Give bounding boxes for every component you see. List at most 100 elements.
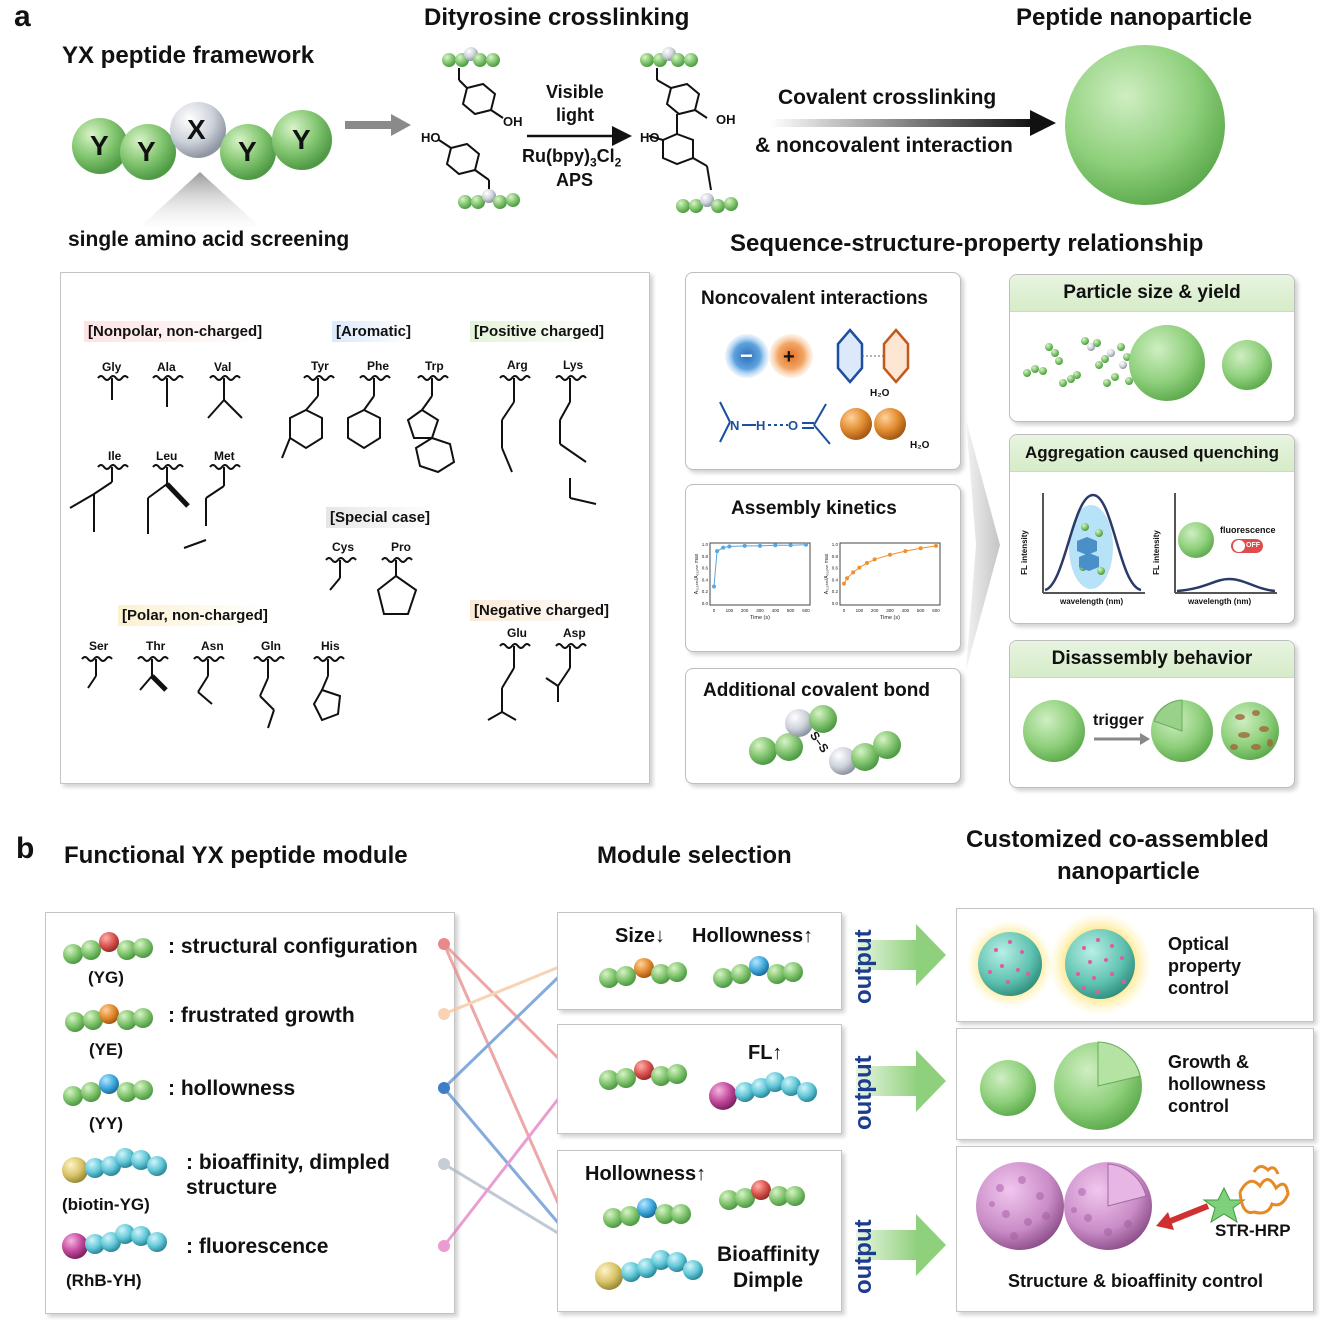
kinetics-point-left: [721, 545, 726, 550]
aa-pro: Pro: [391, 540, 412, 554]
kinetics-ylabel-right: A₃₁₅ₙₘ/A₃₁₅ₙₘ max: [824, 553, 830, 594]
kinetics-xtick-right: 500: [917, 608, 925, 613]
oh-label-left: OH: [503, 114, 523, 129]
selection-2-beads: [599, 1060, 817, 1110]
output-title-2: nanoparticle: [1057, 858, 1200, 885]
category-positive: [Positive charged]: [470, 321, 609, 342]
kinetics-point-left: [742, 543, 747, 548]
noncovalent-title: Noncovalent interactions: [701, 288, 928, 309]
tyrosine-top-left: [442, 47, 504, 119]
acq-plots: [1042, 493, 1277, 594]
output-word-3: output: [850, 1219, 877, 1294]
category-nonpolar: [Nonpolar, non-charged]: [84, 321, 267, 342]
result-2-line2: hollowness: [1168, 1074, 1267, 1094]
noncovalent-icons: − + N H O: [719, 328, 910, 445]
disulfide-illustration: [749, 705, 901, 775]
kinetics-point-right: [888, 552, 892, 557]
framework-arrow: [345, 114, 411, 136]
result-1-line1: Optical: [1168, 934, 1230, 954]
arrow-label-1: Covalent crosslinking: [778, 86, 997, 109]
tyrosine-bottom-left: [438, 139, 520, 209]
aa-met: Met: [214, 449, 235, 463]
kinetics-point-right: [903, 549, 908, 554]
category-special: [Special case]: [326, 507, 435, 528]
kinetics-xtick-right: 300: [886, 608, 894, 613]
svg-text:−: −: [740, 343, 753, 368]
arrow-label-2: & noncovalent interaction: [755, 134, 1013, 157]
crosslinking-arrow: [770, 110, 1056, 136]
biotin-yg-beads: [62, 1148, 167, 1183]
kinetics-ytick-right: 1.0: [832, 542, 839, 547]
summary-chevron: [966, 420, 1000, 670]
module-biotin-name: (biotin-YG): [62, 1195, 150, 1214]
covalent-title: Additional covalent bond: [703, 680, 930, 701]
kinetics-point-right: [857, 565, 862, 570]
kinetics-point-left: [727, 544, 732, 549]
amino-acid-library: [60, 272, 650, 784]
kinetics-title: Assembly kinetics: [731, 498, 897, 519]
selection-title: Module selection: [597, 842, 792, 869]
kinetics-point-right: [865, 560, 869, 565]
module-beads: [62, 932, 167, 1259]
growth-particles: [980, 1041, 1142, 1130]
aa-leu: Leu: [156, 449, 178, 463]
kinetics-xlabel-left: Time (s): [750, 615, 770, 621]
kinetics-point-left: [715, 549, 720, 554]
kinetics-point-left: [773, 543, 778, 548]
h2o-label-2: H₂O: [910, 440, 930, 451]
str-hrp-label: STR-HRP: [1215, 1221, 1291, 1240]
result-2-line3: control: [1168, 1096, 1229, 1116]
reagent-main: Ru(bpy): [522, 146, 590, 166]
kinetics-ytick-right: 0.0: [832, 601, 839, 606]
aa-his: His: [321, 639, 340, 653]
selection-box-1: [557, 912, 842, 1010]
bead-label-x: X: [187, 114, 206, 145]
kinetics-ytick-right: 0.6: [832, 566, 839, 571]
category-negative: [Negative charged]: [470, 600, 614, 621]
module-yy-desc: : hollowness: [168, 1077, 296, 1100]
module-biotin-desc-1: : bioaffinity, dimpled: [186, 1151, 390, 1174]
module-ye-name: (YE): [89, 1040, 123, 1059]
module-biotin-desc-2: structure: [186, 1176, 278, 1199]
kinetics-point-right: [845, 576, 850, 581]
screening-cone: [140, 172, 260, 227]
aa-phe: Phe: [367, 359, 390, 373]
yx-peptide-beads: [72, 102, 332, 180]
output-arrow-2: [856, 1050, 946, 1112]
module-yg-name: (YG): [88, 968, 124, 987]
bioaffinity-particles: [976, 1162, 1290, 1250]
condition-line2: light: [556, 105, 594, 125]
category-polar: [Polar, non-charged]: [118, 605, 272, 626]
result-2-line1: Growth &: [1168, 1052, 1249, 1072]
output-word-1: output: [850, 929, 877, 1004]
kinetics-xtick-left: 300: [756, 608, 764, 613]
pi-ring-blue: [836, 328, 864, 384]
ye-beads: [65, 1004, 153, 1032]
kinetics-point-right: [851, 570, 856, 575]
acq-fl-axis-right: FL intensity: [1151, 530, 1161, 575]
acq-wavelength-right: wavelength (nm): [1188, 597, 1252, 606]
selection-fl-label: FL↑: [748, 1042, 783, 1064]
relationship-title: Sequence-structure-property relationship: [730, 230, 1204, 257]
reagent-sub1: 3: [589, 155, 597, 170]
off-label: OFF: [1246, 542, 1260, 549]
module-yg-desc: : structural configuration: [168, 935, 418, 958]
aa-gly: Gly: [102, 360, 122, 374]
kinetics-point-right: [872, 557, 877, 562]
disassembly-title: Disassembly behavior: [1010, 641, 1294, 678]
side-chain-structures: [69, 375, 597, 729]
acq-wavelength-left: wavelength (nm): [1060, 597, 1124, 606]
module-title: Functional YX peptide module: [64, 842, 408, 869]
svg-text:N: N: [730, 418, 739, 433]
minus-charge: [725, 334, 769, 378]
aa-thr: Thr: [146, 639, 166, 653]
optical-particles: [966, 912, 1152, 1016]
kinetics-ytick-right: 0.4: [832, 577, 839, 582]
selection-hollowness2-label: Hollowness↑: [585, 1163, 707, 1185]
oh-label-right: OH: [716, 112, 736, 127]
kinetics-point-left: [758, 543, 762, 548]
output-arrow-1: [856, 924, 946, 986]
aa-ala: Ala: [157, 360, 176, 374]
yy-beads: [63, 1074, 153, 1106]
